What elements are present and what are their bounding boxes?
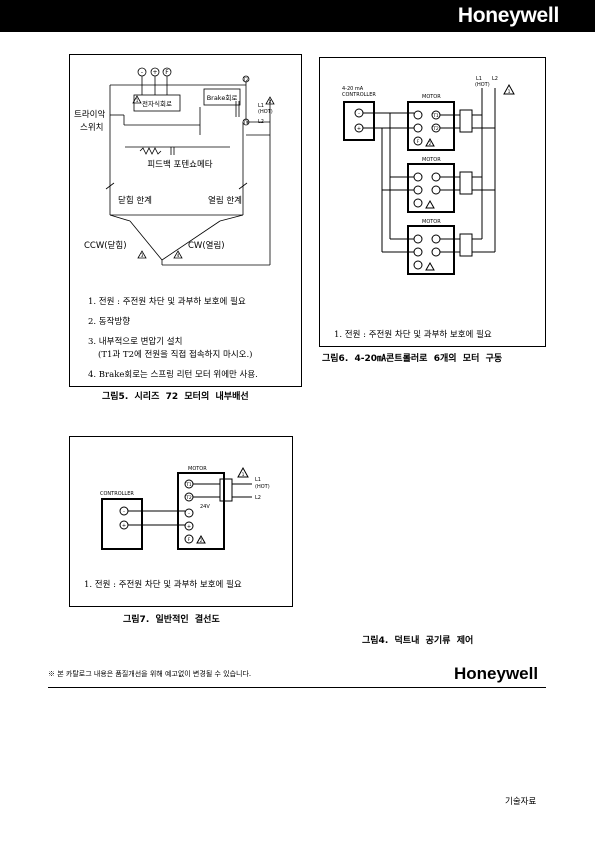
t1-label: T1 (432, 113, 439, 119)
fig5-note-5: 4. Brake회로는 스프링 리턴 모터 위에만 사용. (88, 370, 258, 380)
fig7-note: 1. 전원 : 주전원 차단 및 과부하 보호에 필요 (84, 580, 242, 590)
warning-triangle-2 (265, 96, 275, 105)
controller-plus-label: + (122, 523, 126, 529)
warning-triangle-3 (137, 250, 147, 259)
motor-box-2 (407, 163, 455, 213)
motor-label-1: MOTOR (422, 94, 441, 100)
controller-label-1: 4-20 mA (342, 86, 364, 92)
warn-3-label: 3 (141, 253, 144, 259)
footer-honeywell-logo: Honeywell (454, 664, 539, 683)
footer-divider (48, 687, 546, 688)
figure-7-panel: MOTOR CONTROLLER T1 T2 - + F - + 24V L1 … (69, 436, 293, 607)
l2-label: L2 (255, 495, 261, 501)
warn-1-label: 1 (242, 472, 245, 478)
feedback-pot-label: 피드백 포텐쇼메타 (147, 159, 212, 170)
terminal-t2-label: T2 (242, 77, 249, 83)
warning-triangle-1 (503, 83, 515, 95)
hot-label: (HOT) (255, 484, 270, 490)
figure-4-caption: 그림4. 덕트내 공기류 제어 (362, 636, 474, 646)
figure-6-wiring-diagram: 4-20 mA CONTROLLER MOTOR MOTOR MOTOR L1 … (342, 76, 515, 275)
warn-1-label: 1 (508, 89, 511, 95)
fig5-note-3: 3. 내부적으로 변압기 설치 (88, 337, 183, 347)
warning-triangle-1 (132, 95, 142, 104)
brake-box (203, 88, 241, 106)
terminal-minus-label: - (141, 69, 143, 76)
cw-label: CW(열림) (188, 240, 225, 251)
f-label: F (417, 139, 420, 145)
t2-label: T2 (185, 495, 192, 501)
plus-label: + (187, 524, 191, 530)
minus-label: - (358, 111, 360, 117)
figure-7-caption: 그림7. 일반적인 결선도 (123, 615, 220, 625)
controller-label: CONTROLLER (100, 491, 134, 497)
header-bar (0, 0, 595, 32)
warning-triangle-4 (173, 250, 183, 259)
f-label: F (188, 537, 191, 543)
fig5-note-1: 1. 전원 : 주전원 차단 및 과부하 보호에 필요 (88, 297, 246, 307)
disclaimer-text: ※ 본 카탈로그 내용은 품질개선을 위해 예고없이 변경될 수 있습니다. (48, 670, 252, 678)
warn-2-label: 2 (429, 141, 432, 146)
warn-1-label: 1 (136, 98, 139, 104)
controller-minus-label: - (123, 509, 125, 515)
fig5-note-4: (T1과 T2에 전원을 직접 접속하지 마시오.) (98, 350, 253, 360)
t1-label: T1 (185, 482, 192, 488)
minus-label: - (188, 511, 190, 517)
motor-label-2: MOTOR (422, 157, 441, 163)
hot-label: (HOT) (475, 82, 490, 88)
plus-label: + (357, 126, 361, 132)
figure-7-wiring-diagram: MOTOR CONTROLLER T1 T2 - + F - + 24V L1 … (100, 466, 270, 550)
l1-label: L1 (258, 103, 264, 109)
fig6-note: 1. 전원 : 주전원 차단 및 과부하 보호에 필요 (334, 330, 492, 340)
contactor-label: 전자식회로 (142, 99, 172, 108)
v24-label: 24V (200, 504, 210, 510)
l1-label: L1 (476, 76, 482, 82)
controller-box (343, 101, 375, 141)
honeywell-logo: Honeywell (457, 4, 559, 27)
warning-triangle-2 (196, 534, 206, 544)
motor-box-1 (407, 101, 455, 151)
warning-triangle-1 (237, 466, 249, 478)
page-label: 기술자료 (505, 797, 537, 807)
terminal-t1-label: T1 (242, 120, 249, 126)
l1-label: L1 (255, 477, 261, 483)
figure-5-caption: 그림5. 시리즈 72 모터의 내부배선 (102, 392, 249, 402)
brake-label: Brake회로 (207, 94, 238, 102)
triac-switch-label-2: 스위치 (80, 123, 103, 133)
warn-4-label: 4 (177, 253, 180, 259)
t2-label: T2 (432, 126, 439, 132)
warn-2-label: 2 (200, 538, 203, 543)
controller-label-2: CONTROLLER (342, 92, 376, 98)
ccw-label: CCW(닫힘) (84, 240, 127, 251)
terminal-plus-label: + (152, 69, 157, 76)
fig5-note-2: 2. 동작방향 (88, 317, 131, 327)
triac-switch-label-1: 트라이악 (74, 109, 105, 120)
controller-box (101, 498, 143, 550)
close-limit-label: 닫힘 한계 (118, 195, 152, 206)
motor-label-3: MOTOR (422, 219, 441, 225)
open-limit-label: 열림 한계 (208, 195, 242, 206)
terminal-f-label: F (165, 69, 169, 76)
figure-5-wiring-diagram: - + F T2 T1 L1 (HOT) L2 1 2 3 4 전자식회로 Br… (74, 67, 275, 266)
l2-label: L2 (492, 76, 498, 82)
warn-2-label: 2 (269, 99, 272, 105)
figure-5-panel: - + F T2 T1 L1 (HOT) L2 1 2 3 4 전자식회로 Br… (69, 54, 302, 387)
hot-label: (HOT) (258, 109, 273, 115)
figure-6-caption: 그림6. 4-20㎃콘트롤러로 6개의 모터 구동 (322, 354, 503, 364)
l2-label: L2 (258, 119, 264, 125)
motor-label: MOTOR (188, 466, 207, 472)
figure-6-panel: 4-20 mA CONTROLLER MOTOR MOTOR MOTOR L1 … (319, 57, 546, 347)
motor-box-3 (407, 225, 455, 275)
